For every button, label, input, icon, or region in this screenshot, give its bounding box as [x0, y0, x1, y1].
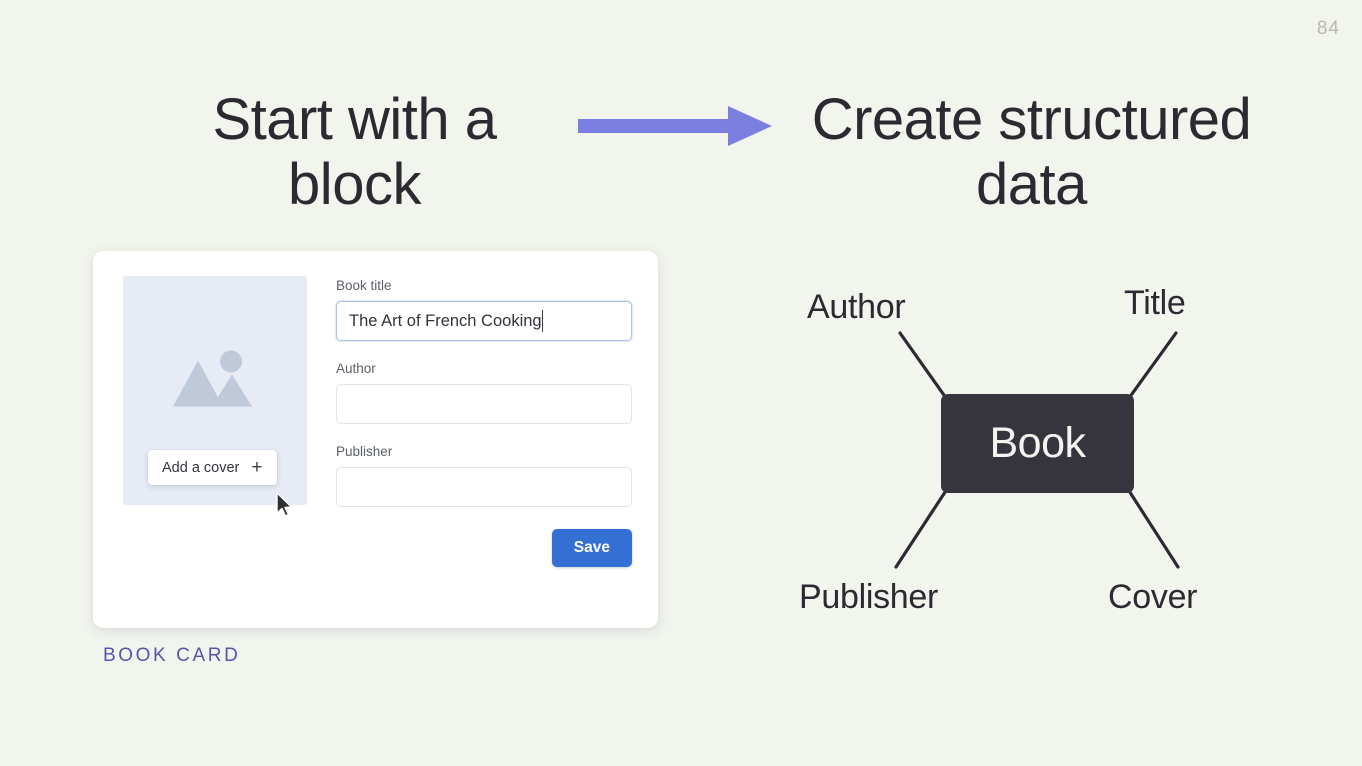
form-actions: Save: [336, 529, 632, 567]
diagram-label-publisher: Publisher: [799, 578, 939, 616]
image-placeholder-icon: [172, 345, 258, 416]
page-title-left: Start with a block: [212, 87, 497, 217]
field-book-title: Book title: [336, 278, 632, 341]
book-form: Book title Author Publisher Save: [336, 278, 632, 567]
field-publisher: Publisher: [336, 444, 632, 507]
book-card-caption: BOOK CARD: [103, 645, 241, 666]
structured-data-diagram: Book Author Title Publisher Cover: [780, 270, 1280, 640]
save-button[interactable]: Save: [551, 529, 632, 567]
cover-placeholder[interactable]: Add a cover +: [123, 276, 307, 517]
field-label-author: Author: [336, 361, 376, 376]
book-title-input[interactable]: [336, 301, 632, 341]
book-card: Add a cover + Book title Author: [93, 251, 658, 628]
diagram-label-cover: Cover: [1108, 578, 1198, 616]
author-input[interactable]: [336, 384, 632, 424]
diagram-connector-lines: [894, 331, 1180, 569]
page-number: 84: [1316, 18, 1340, 39]
diagram-label-author: Author: [807, 288, 906, 326]
plus-icon: +: [251, 457, 263, 478]
diagram-center-node-label: Book: [989, 419, 1086, 467]
diagram-label-title: Title: [1124, 284, 1186, 322]
diagram-center-node: Book: [941, 394, 1134, 493]
mouse-pointer-icon: [275, 492, 295, 523]
add-cover-label: Add a cover: [162, 459, 240, 476]
add-cover-button[interactable]: Add a cover +: [148, 450, 277, 485]
text-caret: [541, 310, 544, 332]
field-author: Author: [336, 361, 632, 424]
field-label-book-title: Book title: [336, 278, 392, 293]
arrow-right-icon: [572, 100, 778, 152]
publisher-input[interactable]: [336, 467, 632, 507]
field-label-publisher: Publisher: [336, 444, 393, 459]
page-title-right: Create structured data: [811, 87, 1252, 217]
